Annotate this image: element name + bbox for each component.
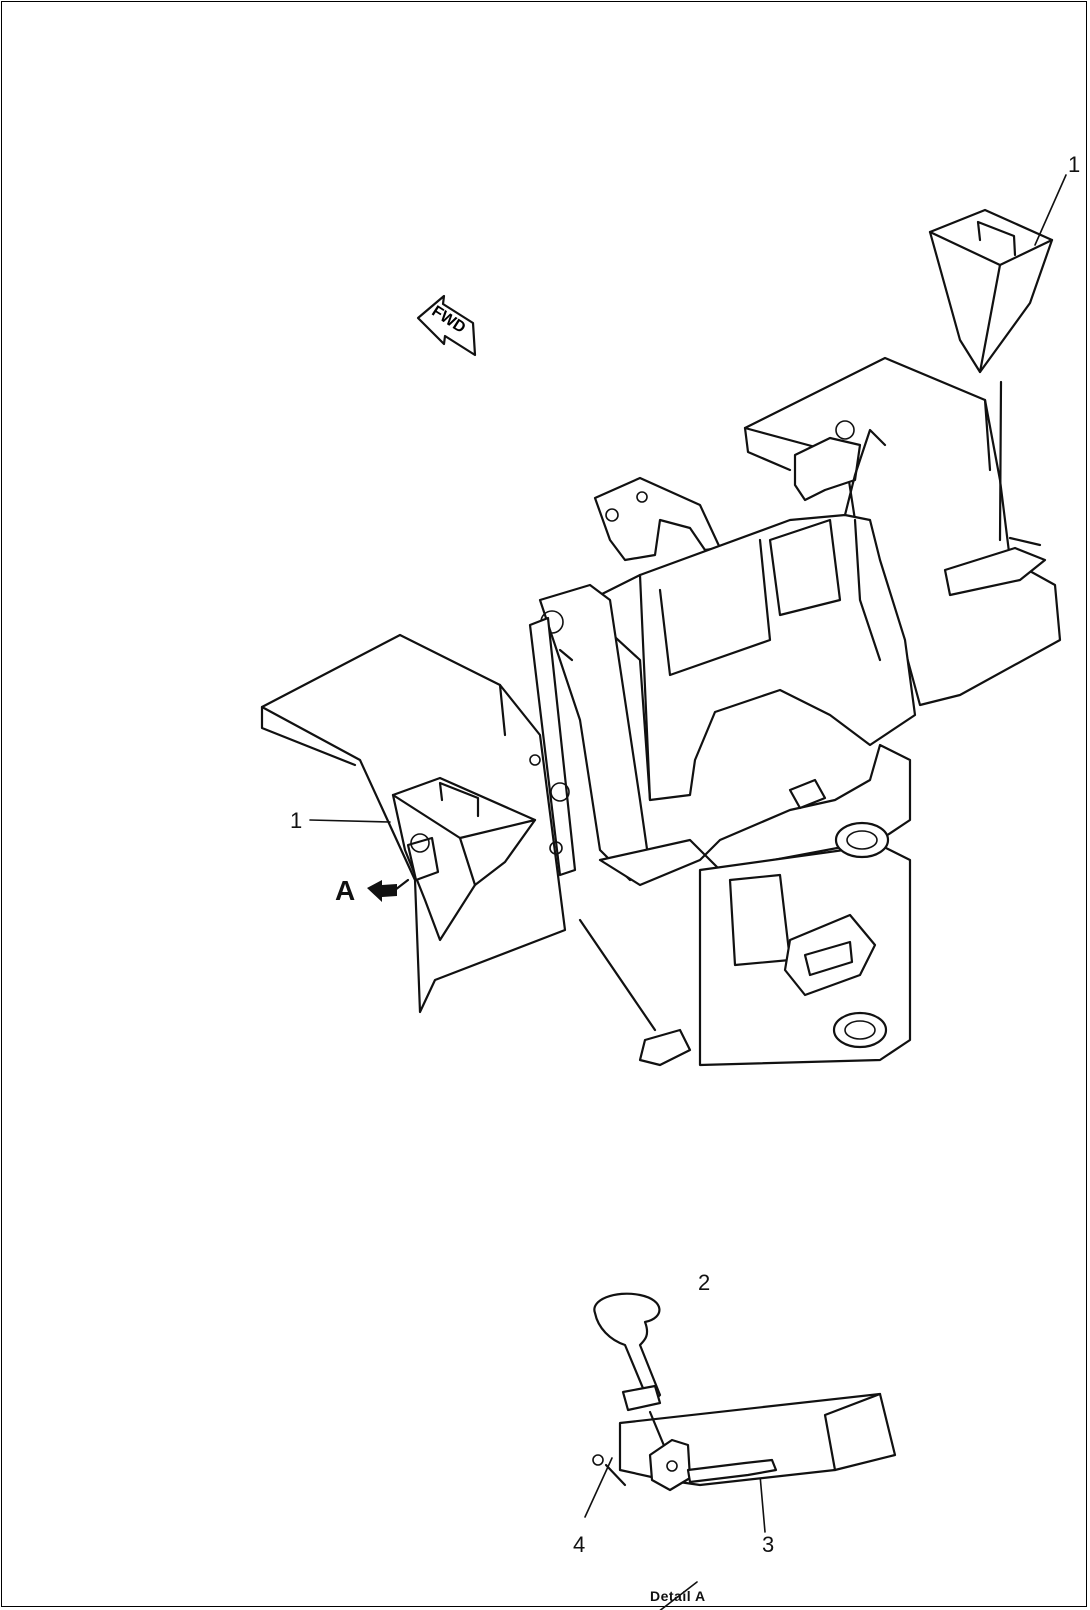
callout-item-2: 2 [698,1270,711,1295]
detail-caption: Detail A [650,1588,706,1604]
callout-item-3: 3 [762,1532,775,1557]
step-bracket [943,536,1047,597]
callout-item-1-left: 1 [290,808,303,833]
fwd-arrow-icon: FWD [416,294,477,357]
center-frame [528,583,912,1067]
callout-item-1-upper: 1 [1068,152,1081,177]
toolbox-left [391,776,537,942]
toolbox-upper [928,208,1054,542]
detail-a-arrow-icon [367,880,397,902]
rear-frame-upper [578,420,917,802]
callout-item-4: 4 [573,1532,586,1557]
detail-a-marker: A [335,875,356,906]
detail-a-assembly [592,1292,897,1492]
leader-lines [309,174,1067,1610]
